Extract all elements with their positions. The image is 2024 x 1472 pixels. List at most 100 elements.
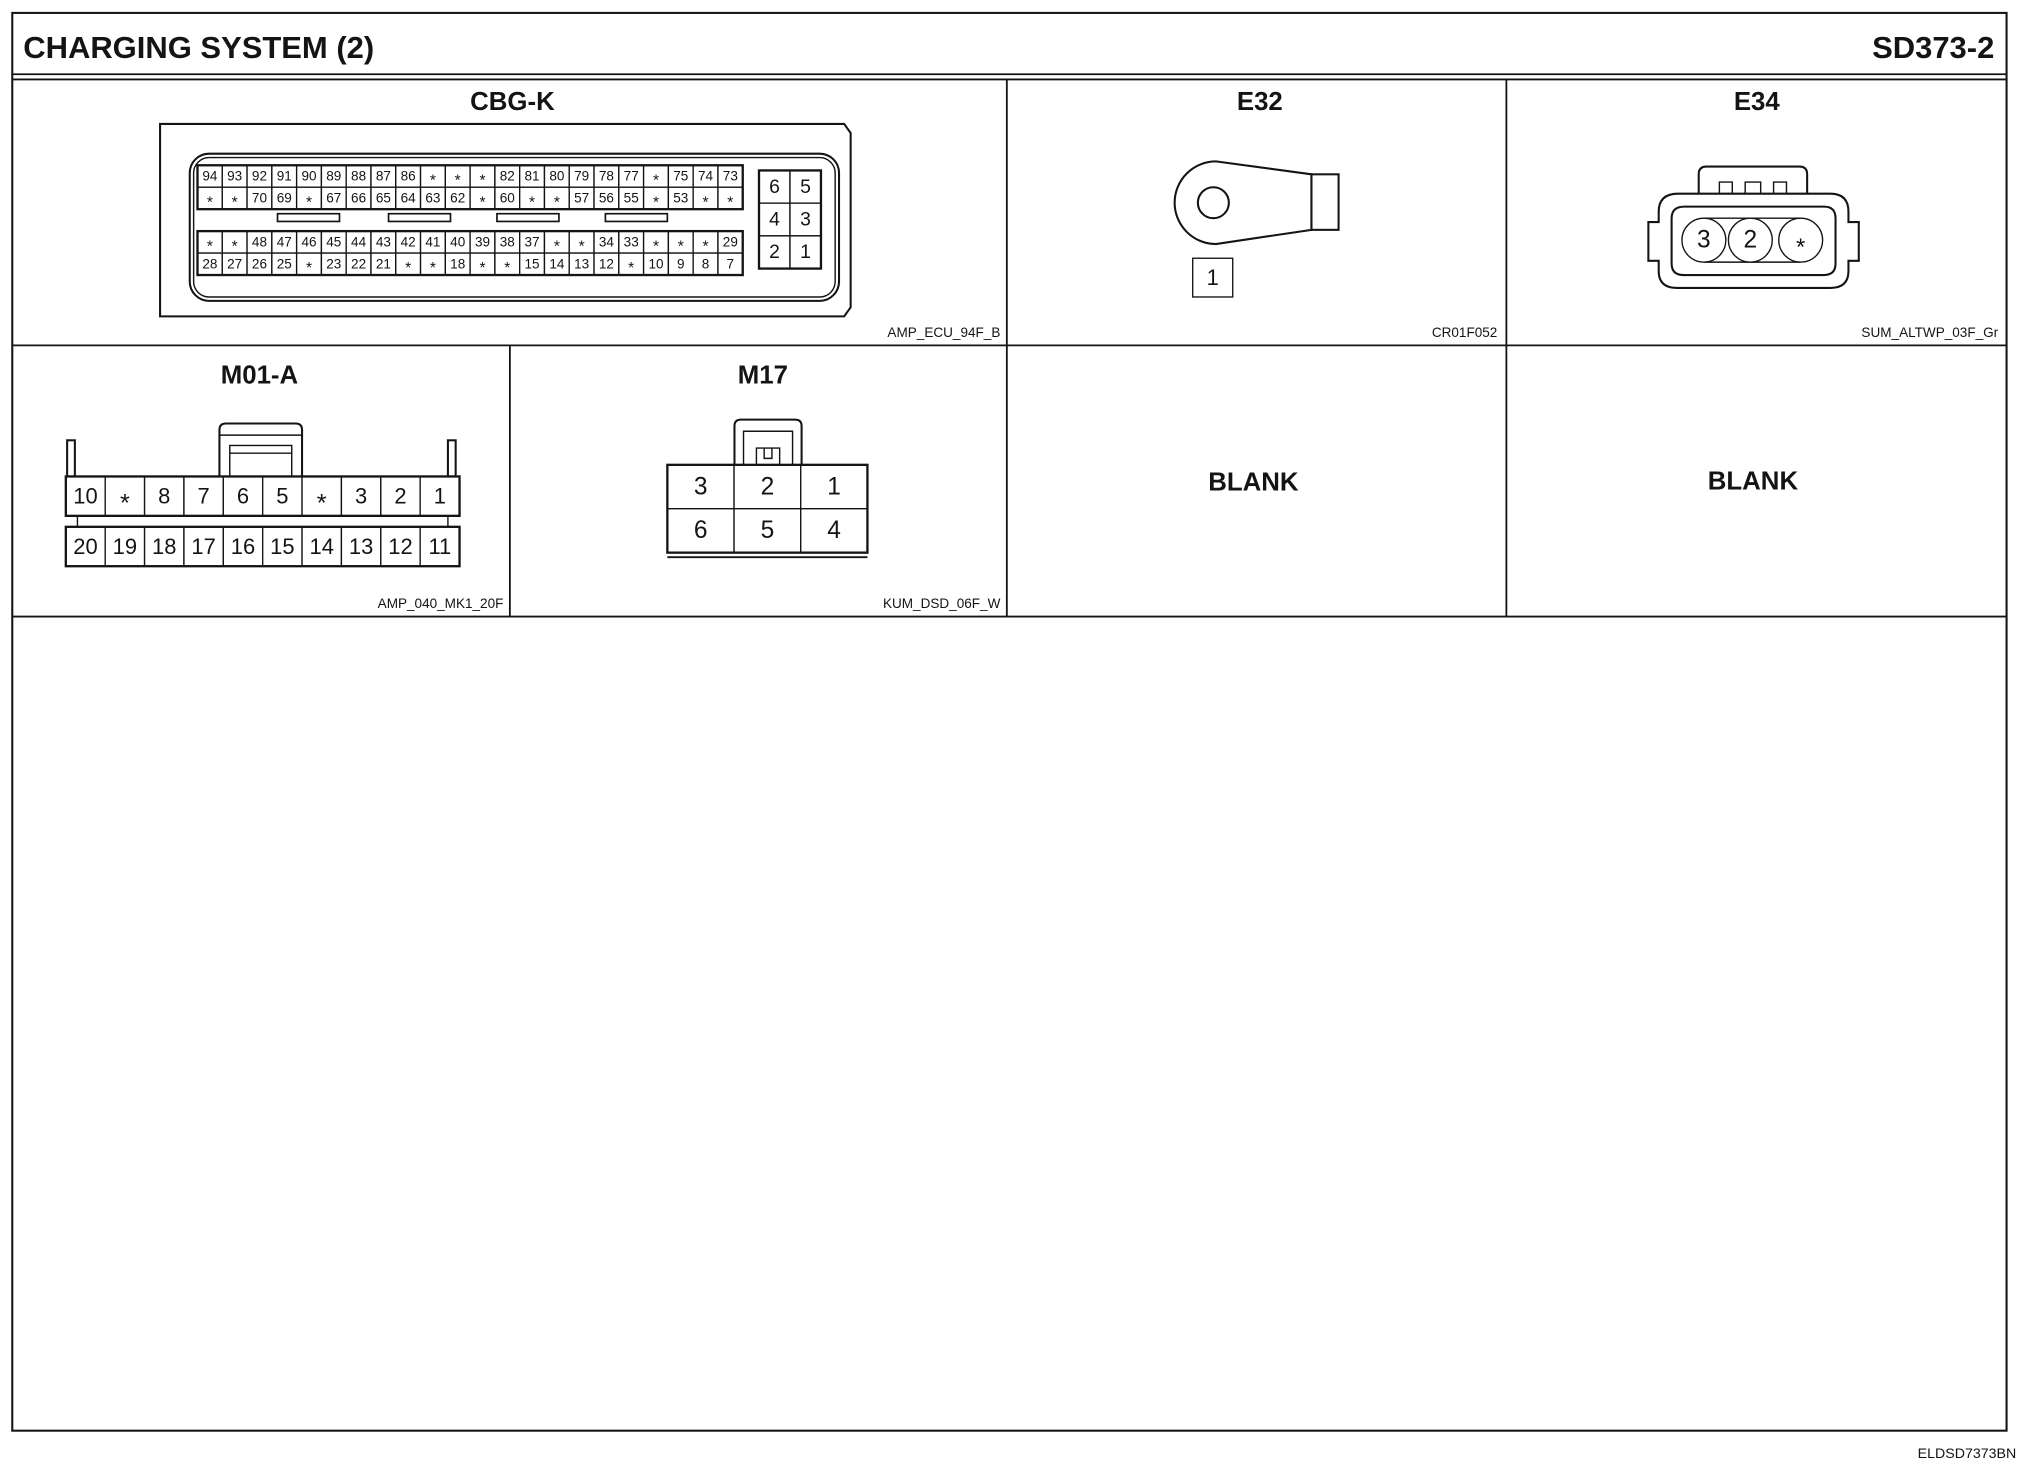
pin-cavity bbox=[143, 526, 185, 567]
pin-number: * bbox=[430, 260, 436, 277]
pin-number: 22 bbox=[351, 257, 366, 272]
cbg-k-pin-cell: * bbox=[196, 186, 223, 211]
m01-a-pin-cell: 3 bbox=[340, 475, 382, 517]
pin-cavity bbox=[104, 526, 146, 567]
pin-cavity bbox=[380, 526, 421, 567]
cbg-k-pin-cell: 81 bbox=[519, 164, 546, 188]
cbg-k-pin-cell: * bbox=[543, 230, 570, 255]
pin-number: 45 bbox=[326, 235, 341, 250]
cbg-k-pin-cell: * bbox=[642, 186, 670, 211]
cbg-k-aux-pin-cell: 4 bbox=[758, 202, 791, 237]
pin-number: * bbox=[703, 238, 709, 255]
pin-cavity bbox=[1778, 217, 1824, 263]
m01-a-pin-cell: 12 bbox=[380, 526, 421, 567]
pin-number: * bbox=[554, 238, 560, 255]
pin-number: 3 bbox=[800, 209, 811, 231]
cbg-k-pin-cell: 93 bbox=[221, 164, 248, 188]
cbg-k-pin-cell: 23 bbox=[320, 252, 347, 276]
pin-block-outline bbox=[196, 164, 744, 211]
pin-number: 82 bbox=[500, 169, 515, 184]
cbg-k-pin-cell: 57 bbox=[568, 186, 595, 210]
connector-face-inner bbox=[192, 156, 836, 298]
pin-number: 77 bbox=[624, 169, 639, 184]
pin-number: 2 bbox=[1744, 227, 1758, 254]
cbg-k-pin-cell: 67 bbox=[320, 186, 347, 210]
cbg-k-pin-cell: 62 bbox=[444, 186, 471, 210]
pin-block-outline bbox=[64, 525, 461, 568]
connector-face bbox=[1670, 205, 1837, 277]
pin-cavity bbox=[800, 508, 869, 554]
polarity-key bbox=[496, 212, 560, 223]
pin-number: 74 bbox=[698, 169, 714, 184]
m17-pin-cell: 3 bbox=[666, 464, 735, 510]
cbg-k-pin-cell: 9 bbox=[667, 252, 694, 276]
pin-number: 38 bbox=[500, 235, 515, 250]
cbg-k-pin-cell: 74 bbox=[692, 164, 719, 188]
connector-face bbox=[188, 152, 841, 302]
pin-number: 41 bbox=[425, 235, 440, 250]
pin-number: 93 bbox=[227, 169, 242, 184]
pin-cavity bbox=[733, 508, 802, 554]
cbg-k-pin-cell: * bbox=[692, 230, 719, 255]
pin-number: 29 bbox=[723, 235, 738, 250]
pin-number: * bbox=[405, 260, 411, 277]
pin-number: 4 bbox=[769, 209, 780, 231]
cbg-k-pin-cell: * bbox=[519, 186, 546, 211]
cbg-k-aux-pin-cell: 6 bbox=[758, 169, 791, 204]
connector-part-code: CR01F052 bbox=[1432, 325, 1498, 340]
pin-number: * bbox=[207, 194, 213, 211]
cbg-k-pin-cell: 66 bbox=[345, 186, 372, 210]
cbg-k-pin-cell: 22 bbox=[345, 252, 372, 276]
m01-a-pin-cell: 10 bbox=[65, 475, 106, 517]
pin-number: 28 bbox=[202, 257, 217, 272]
pin-number: 79 bbox=[574, 169, 589, 184]
pin-number: 89 bbox=[326, 169, 341, 184]
connector-part-code: SUM_ALTWP_03F_Gr bbox=[1861, 325, 1998, 340]
pin-cavity bbox=[340, 475, 382, 517]
cbg-k-pin-cell: * bbox=[469, 164, 496, 189]
cbg-k-pin-cell: * bbox=[469, 186, 496, 211]
cbg-k-aux-pin-cell: 1 bbox=[789, 235, 822, 270]
pin-number: 7 bbox=[727, 257, 735, 272]
pin-number: * bbox=[529, 194, 535, 211]
pin-number: 13 bbox=[349, 534, 373, 559]
pin-number: 34 bbox=[599, 235, 615, 250]
cbg-k-pin-cell: 37 bbox=[519, 230, 546, 254]
pin-number: 20 bbox=[73, 534, 97, 559]
pin-number: 1 bbox=[1207, 265, 1219, 290]
pin-cavity bbox=[183, 526, 224, 567]
blank-cell-label: BLANK bbox=[1208, 469, 1299, 497]
pin-number: 62 bbox=[450, 191, 465, 206]
pin-number: 6 bbox=[694, 517, 708, 544]
cbg-k-pin-cell: 94 bbox=[196, 164, 223, 188]
m01-a-pin-cell: 16 bbox=[222, 526, 264, 567]
m01-a-pin-cell: 18 bbox=[143, 526, 185, 567]
cbg-k-pin-cell: * bbox=[642, 164, 670, 189]
m01-a-pin-cell: 5 bbox=[262, 475, 303, 517]
cbg-k-aux-pin-cell: 3 bbox=[789, 202, 822, 237]
cbg-k-pin-cell: 18 bbox=[444, 252, 471, 276]
connector-name: E32 bbox=[1237, 88, 1283, 116]
connector-name: M17 bbox=[738, 361, 788, 389]
m01-a-pin-cell: 2 bbox=[380, 475, 421, 517]
pin-number: 57 bbox=[574, 191, 589, 206]
pin-number: 70 bbox=[252, 191, 267, 206]
cbg-k-pin-cell: 47 bbox=[271, 230, 298, 254]
cbg-k-pin-cell: 87 bbox=[370, 164, 397, 188]
cbg-k-pin-cell: 26 bbox=[246, 252, 273, 276]
cbg-k-pin-cell: 86 bbox=[395, 164, 422, 188]
pin-number: * bbox=[455, 172, 461, 189]
pin-number: 9 bbox=[677, 257, 685, 272]
pin-block-outline bbox=[196, 229, 744, 277]
cbg-k-pin-cell: 8 bbox=[692, 252, 719, 276]
connector-part-code: AMP_040_MK1_20F bbox=[378, 596, 504, 611]
cbg-k-pin-cell: 65 bbox=[370, 186, 397, 210]
pin-number: 80 bbox=[549, 169, 564, 184]
pin-number: 10 bbox=[73, 484, 97, 509]
m01-a-pin-cell: 1 bbox=[419, 475, 461, 517]
